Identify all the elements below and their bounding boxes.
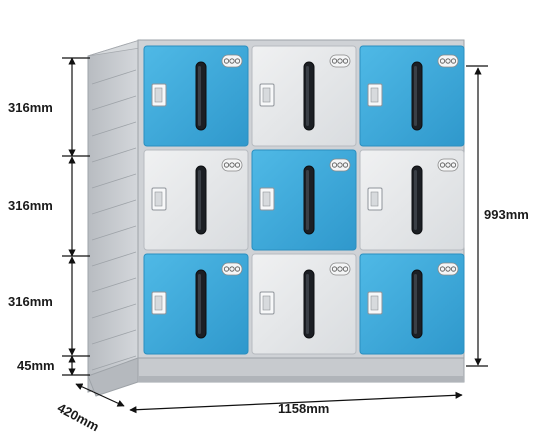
label-row-2-height: 316mm — [8, 198, 53, 213]
dim-line-depth — [75, 383, 125, 407]
combination-lock-icon[interactable] — [437, 262, 459, 276]
combination-lock-icon[interactable] — [221, 262, 243, 276]
locker-base — [87, 357, 465, 397]
locker-side-panel — [87, 39, 141, 393]
locker-door[interactable] — [359, 149, 465, 251]
locker-door[interactable] — [359, 253, 465, 355]
combination-lock-icon[interactable] — [329, 262, 351, 276]
combination-lock-icon[interactable] — [437, 54, 459, 68]
combination-lock-icon[interactable] — [437, 158, 459, 172]
locker-door[interactable] — [251, 149, 357, 251]
label-row-1-height: 316mm — [8, 100, 53, 115]
locker-doors — [143, 45, 465, 355]
locker-door[interactable] — [251, 253, 357, 355]
combination-lock-icon[interactable] — [221, 158, 243, 172]
label-row-3-height: 316mm — [8, 294, 53, 309]
locker-door[interactable] — [143, 149, 249, 251]
combination-lock-icon[interactable] — [329, 158, 351, 172]
dimension-lines — [62, 57, 488, 414]
locker-door[interactable] — [251, 45, 357, 147]
combination-lock-icon[interactable] — [329, 54, 351, 68]
combination-lock-icon[interactable] — [221, 54, 243, 68]
locker-door[interactable] — [143, 253, 249, 355]
locker-door[interactable] — [143, 45, 249, 147]
label-base-height: 45mm — [17, 358, 55, 373]
label-total-height: 993mm — [484, 207, 529, 222]
dim-line-width — [129, 391, 463, 414]
label-width: 1158mm — [278, 401, 330, 416]
locker-door[interactable] — [359, 45, 465, 147]
